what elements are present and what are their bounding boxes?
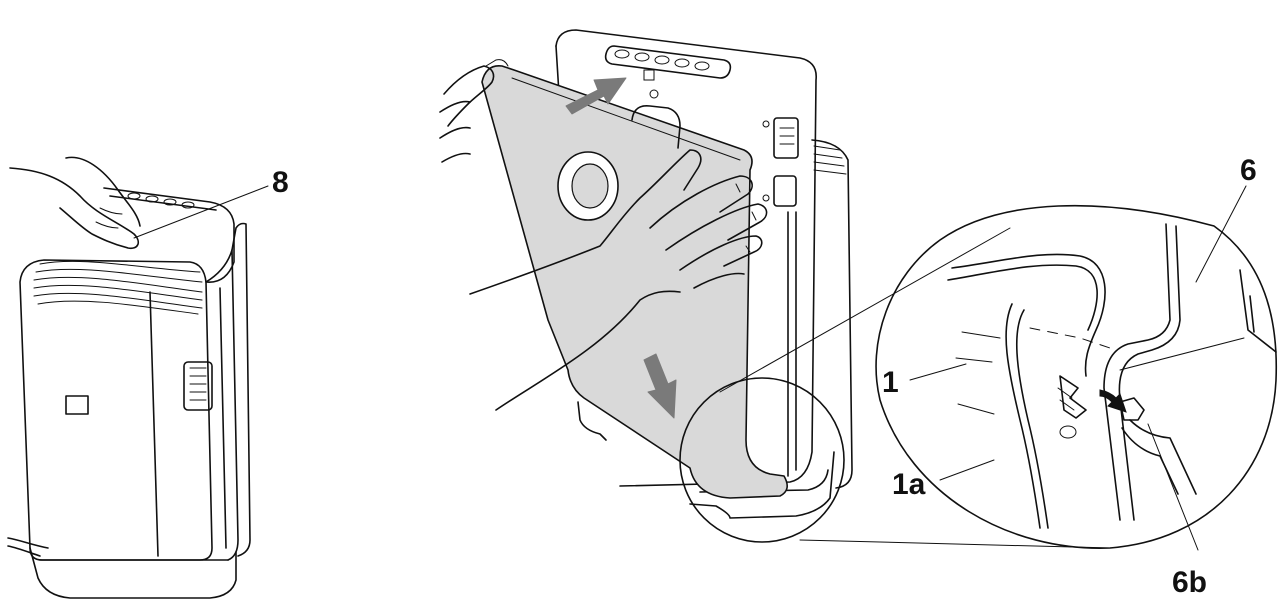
detail-magnified-view <box>719 204 1278 549</box>
front-panel <box>481 65 788 499</box>
leader-line-1a <box>939 459 995 481</box>
callout-1a: 1a <box>892 468 926 501</box>
callout-6: 6 <box>1240 154 1257 187</box>
callout-1: 1 <box>882 366 899 399</box>
purifier-unit-left <box>7 156 251 599</box>
leader-line-6b <box>1147 423 1199 551</box>
leader-line-1 <box>909 363 967 381</box>
arrow-down <box>643 353 677 419</box>
leader-line-6 <box>1195 185 1247 283</box>
purifier-unit-center <box>439 29 853 543</box>
leader-line-8 <box>133 185 269 239</box>
callout-6b: 6b <box>1172 566 1207 599</box>
engage-arrow <box>1099 389 1127 413</box>
callout-8: 8 <box>272 166 289 199</box>
arrow-up-right <box>565 77 627 115</box>
